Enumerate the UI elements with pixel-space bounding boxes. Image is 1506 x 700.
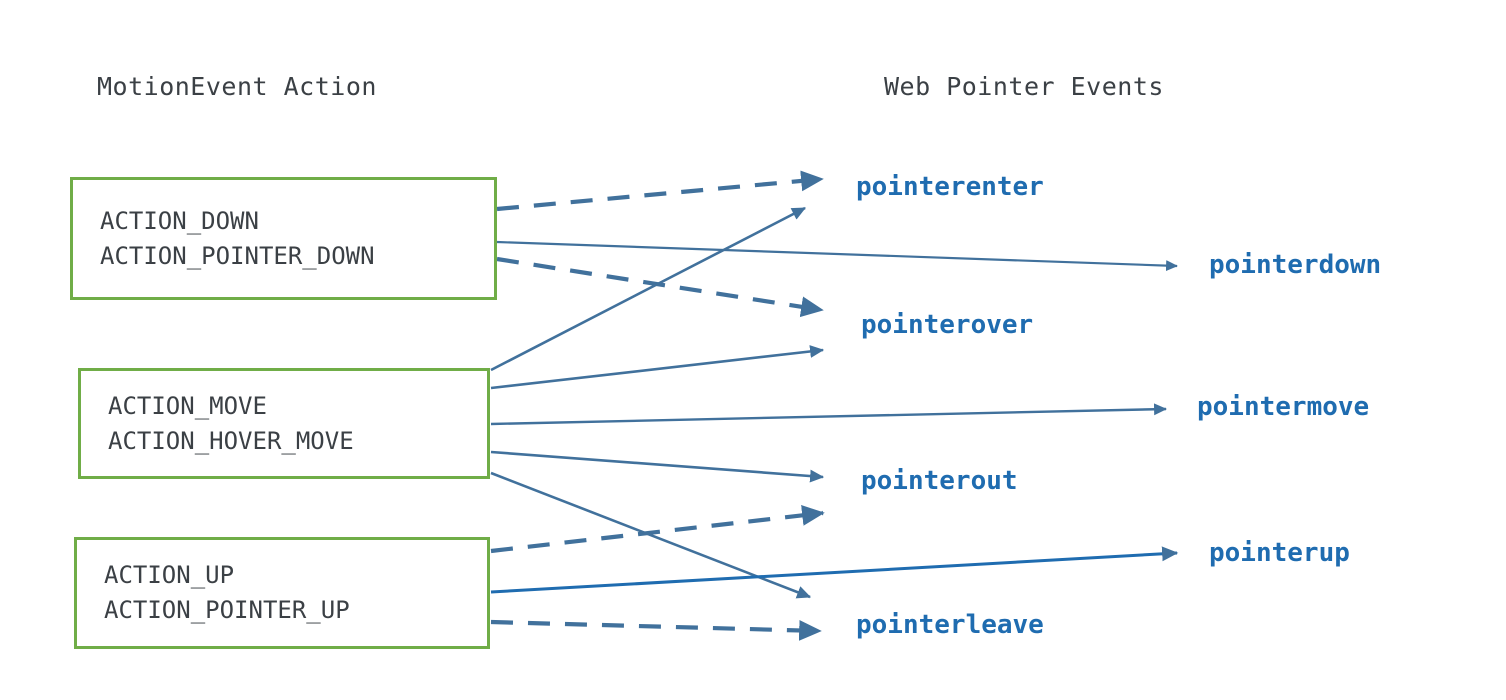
action-box-move-line-1: ACTION_MOVE — [108, 391, 267, 420]
event-label-pointermove[interactable]: pointermove — [1197, 392, 1370, 422]
connector-up-to-pointerout — [490, 505, 825, 554]
event-label-pointerdown[interactable]: pointerdown — [1209, 250, 1382, 280]
column-title-web-pointer-events: Web Pointer Events — [884, 72, 1164, 101]
connector-move-to-pointerover — [490, 345, 825, 390]
event-label-pointerleave[interactable]: pointerleave — [856, 610, 1044, 640]
action-box-down-line-2: ACTION_POINTER_DOWN — [100, 241, 375, 270]
connector-down-to-pointerdown — [496, 240, 1178, 272]
column-title-motionevent: MotionEvent Action — [97, 72, 377, 101]
event-label-pointerover[interactable]: pointerover — [861, 310, 1034, 340]
action-box-up[interactable]: ACTION_UP ACTION_POINTER_UP — [74, 537, 490, 649]
event-label-pointerup[interactable]: pointerup — [1209, 538, 1350, 568]
connector-up-to-pointerup — [490, 546, 1179, 594]
action-box-up-line-2: ACTION_POINTER_UP — [104, 596, 350, 624]
action-box-move[interactable]: ACTION_MOVE ACTION_HOVER_MOVE — [78, 368, 490, 479]
connector-move-to-pointerout — [490, 450, 825, 483]
action-box-down-line-1: ACTION_DOWN — [100, 206, 259, 235]
connector-move-to-pointerleave — [490, 471, 812, 599]
connector-move-to-pointermove — [490, 403, 1168, 426]
connector-move-to-pointerenter — [490, 206, 806, 372]
event-label-pointerenter[interactable]: pointerenter — [856, 172, 1044, 202]
event-label-pointerout[interactable]: pointerout — [861, 466, 1018, 496]
action-box-move-line-2: ACTION_HOVER_MOVE — [108, 426, 354, 455]
action-box-down[interactable]: ACTION_DOWN ACTION_POINTER_DOWN — [70, 177, 497, 300]
connector-up-to-pointerleave — [490, 619, 822, 641]
action-box-up-line-1: ACTION_UP — [104, 561, 235, 589]
connector-down-to-pointerenter — [496, 170, 824, 212]
